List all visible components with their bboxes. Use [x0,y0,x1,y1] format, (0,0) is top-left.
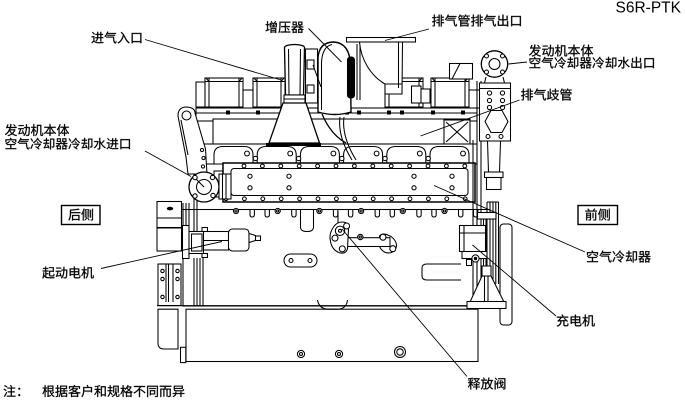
svg-text:S6R-PTK: S6R-PTK [616,0,682,17]
